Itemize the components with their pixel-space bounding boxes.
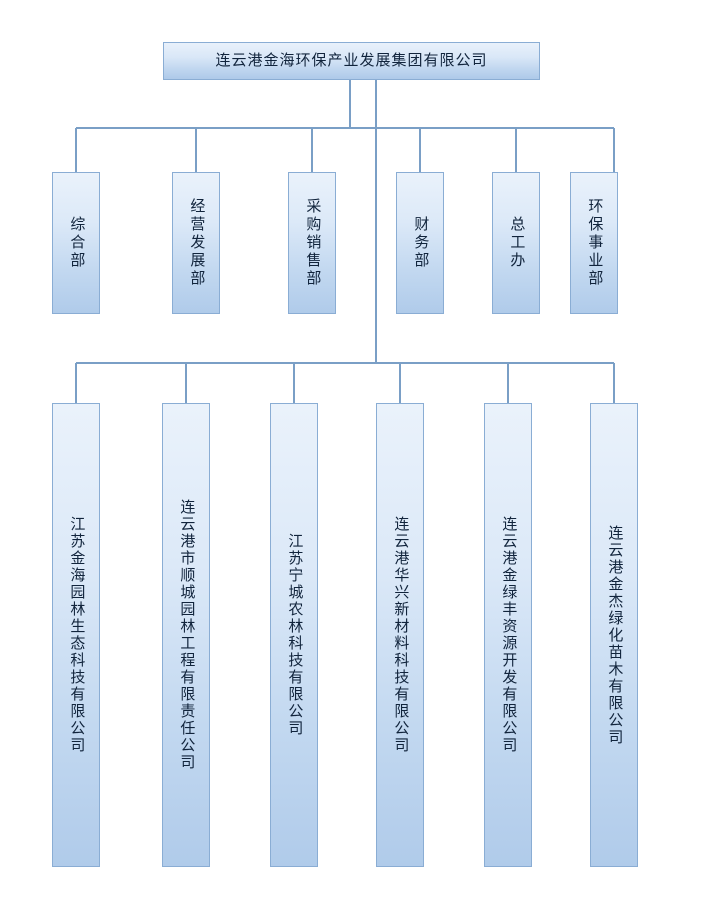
- department-label-4: 财务部: [412, 216, 429, 270]
- subsidiary-label-1: 江苏金海园林生态科技有限公司: [68, 516, 85, 754]
- department-label-1: 综合部: [68, 216, 85, 270]
- subsidiary-node-3[interactable]: 江苏宁城农林科技有限公司: [270, 403, 318, 867]
- department-node-2[interactable]: 经营发展部: [172, 172, 220, 314]
- root-node-label: 连云港金海环保产业发展集团有限公司: [215, 53, 488, 69]
- department-node-1[interactable]: 综合部: [52, 172, 100, 314]
- subsidiary-node-6[interactable]: 连云港金杰绿化苗木有限公司: [590, 403, 638, 867]
- root-node[interactable]: 连云港金海环保产业发展集团有限公司: [163, 42, 540, 80]
- subsidiary-label-5: 连云港金绿丰资源开发有限公司: [500, 516, 517, 754]
- department-node-4[interactable]: 财务部: [396, 172, 444, 314]
- subsidiary-label-4: 连云港华兴新材料科技有限公司: [392, 516, 409, 754]
- subsidiary-node-2[interactable]: 连云港市顺城园林工程有限责任公司: [162, 403, 210, 867]
- department-label-3: 采购销售部: [304, 198, 321, 288]
- department-label-2: 经营发展部: [188, 198, 205, 288]
- subsidiary-label-2: 连云港市顺城园林工程有限责任公司: [178, 499, 195, 771]
- department-node-3[interactable]: 采购销售部: [288, 172, 336, 314]
- subsidiary-label-3: 江苏宁城农林科技有限公司: [286, 533, 303, 737]
- department-node-5[interactable]: 总工办: [492, 172, 540, 314]
- subsidiary-node-4[interactable]: 连云港华兴新材料科技有限公司: [376, 403, 424, 867]
- subsidiary-label-6: 连云港金杰绿化苗木有限公司: [606, 524, 623, 746]
- subsidiary-node-5[interactable]: 连云港金绿丰资源开发有限公司: [484, 403, 532, 867]
- department-node-6[interactable]: 环保事业部: [570, 172, 618, 314]
- department-label-6: 环保事业部: [586, 198, 603, 288]
- subsidiary-node-1[interactable]: 江苏金海园林生态科技有限公司: [52, 403, 100, 867]
- department-label-5: 总工办: [508, 216, 525, 270]
